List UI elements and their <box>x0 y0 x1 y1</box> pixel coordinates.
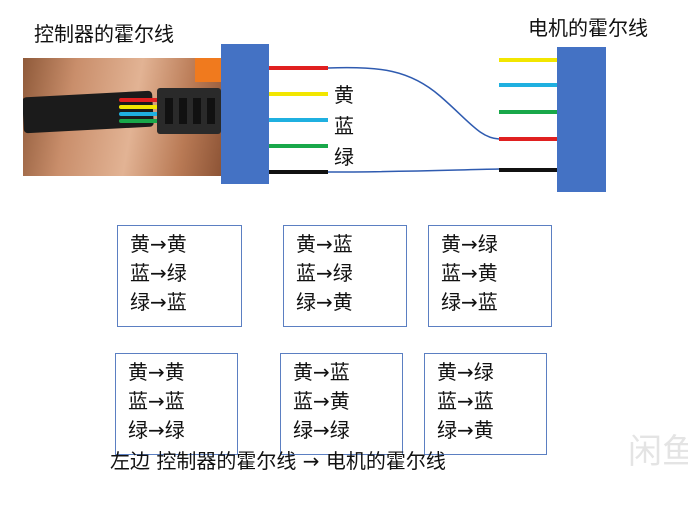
photo-yellow-wire <box>119 105 159 109</box>
motor-cyan-wire <box>499 83 557 87</box>
mapping-line: 蓝→黄 <box>293 389 350 413</box>
photo-red-wire <box>119 98 159 102</box>
mapping-line: 绿→蓝 <box>441 290 498 314</box>
photo-connector-plug <box>157 88 221 134</box>
motor-green-wire <box>499 110 557 114</box>
mapping-line: 黄→蓝 <box>296 232 353 256</box>
controller-green-wire <box>269 144 328 148</box>
mapping-box-4: 黄→黄 蓝→蓝 绿→绿 <box>115 353 238 455</box>
mapping-box-6: 黄→绿 蓝→蓝 绿→黄 <box>424 353 547 455</box>
watermark-text: 闲鱼 <box>628 432 688 472</box>
mapping-line: 蓝→绿 <box>296 261 353 285</box>
controller-red-wire <box>269 66 328 70</box>
motor-black-wire <box>499 168 557 172</box>
wire-label-green: 绿 <box>334 145 354 169</box>
mapping-line: 绿→绿 <box>128 418 185 442</box>
connection-line-top <box>327 66 500 140</box>
motor-connector-block <box>557 47 606 192</box>
mapping-line: 绿→黄 <box>437 418 494 442</box>
mapping-box-2: 黄→蓝 蓝→绿 绿→黄 <box>283 225 407 327</box>
connector-slot <box>207 98 215 124</box>
mapping-line: 黄→黄 <box>130 232 187 256</box>
mapping-line: 黄→绿 <box>441 232 498 256</box>
mapping-line: 蓝→绿 <box>130 261 187 285</box>
hall-wire-color-labels: 黄 蓝 绿 <box>334 80 354 173</box>
wire-label-blue: 蓝 <box>334 114 354 138</box>
mapping-box-1: 黄→黄 蓝→绿 绿→蓝 <box>117 225 242 327</box>
mapping-box-3: 黄→绿 蓝→黄 绿→蓝 <box>428 225 552 327</box>
mapping-line: 蓝→黄 <box>441 261 498 285</box>
mapping-line: 黄→蓝 <box>293 360 350 384</box>
mapping-line: 蓝→蓝 <box>128 389 185 413</box>
controller-cable-photo <box>23 58 221 176</box>
connector-slot <box>193 98 201 124</box>
mapping-line: 蓝→蓝 <box>437 389 494 413</box>
diagram-caption: 左边 控制器的霍尔线 → 电机的霍尔线 <box>110 449 446 473</box>
connector-slot <box>179 98 187 124</box>
wire-label-yellow: 黄 <box>334 83 354 107</box>
mapping-line: 绿→绿 <box>293 418 350 442</box>
mapping-line: 绿→黄 <box>296 290 353 314</box>
mapping-line: 黄→黄 <box>128 360 185 384</box>
controller-cyan-wire <box>269 118 328 122</box>
photo-cyan-wire <box>119 112 159 116</box>
photo-orange-accent <box>195 58 221 82</box>
controller-hall-wire-title: 控制器的霍尔线 <box>34 22 174 46</box>
motor-red-wire <box>499 137 557 141</box>
connector-slot <box>165 98 173 124</box>
mapping-line: 绿→蓝 <box>130 290 187 314</box>
controller-yellow-wire <box>269 92 328 96</box>
controller-black-wire <box>269 170 328 174</box>
motor-hall-wire-title: 电机的霍尔线 <box>528 16 648 40</box>
motor-yellow-wire <box>499 58 557 62</box>
controller-connector-block <box>221 44 269 184</box>
mapping-box-5: 黄→蓝 蓝→黄 绿→绿 <box>280 353 403 455</box>
photo-green-wire <box>119 119 159 123</box>
mapping-line: 黄→绿 <box>437 360 494 384</box>
connection-line-bottom <box>327 168 500 173</box>
